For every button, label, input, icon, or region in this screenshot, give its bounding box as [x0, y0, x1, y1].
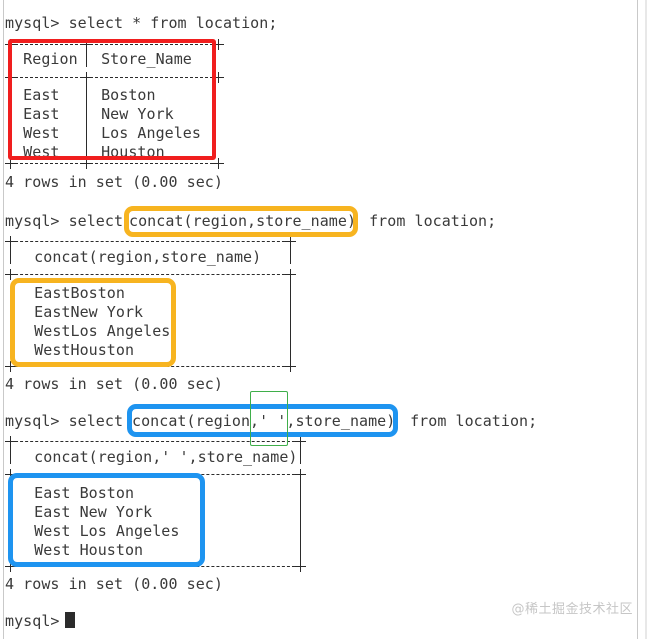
table1-header-vbar [86, 47, 87, 67]
table2-row4: WestHouston [16, 341, 135, 359]
table1-row1-region: East [5, 86, 87, 104]
table2-body-vbar-right [290, 280, 291, 366]
table1-rule-top [10, 44, 218, 45]
orange-box-backdrop [126, 206, 357, 236]
table3-plus-mr [295, 469, 306, 480]
table3-row4: West Houston [16, 541, 144, 559]
terminal-cursor [65, 612, 75, 628]
table3-row1: East Boston [16, 484, 135, 502]
prompt-line-query-1: mysql> select * from location; [5, 14, 278, 32]
orange-concat-expression-box[interactable] [124, 206, 358, 237]
table2-row1: EastBoston [16, 284, 125, 302]
table3-header-vbar-left [10, 444, 11, 464]
table1-row2-store: New York [92, 105, 174, 123]
prompt-line-final[interactable]: mysql> [5, 612, 69, 630]
table1-plus-bl [5, 158, 16, 169]
table3-plus-br [295, 561, 306, 572]
table3-row2: East New York [16, 503, 153, 521]
table1-row3-region: West [5, 124, 87, 142]
table1-rule-bottom [10, 163, 218, 164]
table2-plus-br [285, 361, 296, 372]
table2-row3: WestLos Angeles [16, 322, 171, 340]
watermark-text: @稀土掘金技术社区 [511, 602, 633, 617]
red-result-table-box[interactable] [8, 39, 216, 160]
table2-rule-top [10, 241, 290, 242]
status-line-query-2: 4 rows in set (0.00 sec) [5, 375, 223, 393]
table1-rule-mid [10, 77, 218, 78]
prompt-line-query-2-prefix: mysql> select [5, 212, 133, 230]
table2-plus-mr [285, 269, 296, 280]
table1-plus-br [213, 158, 224, 169]
table3-row3: West Los Angeles [16, 522, 180, 540]
blue-concat-expression-box[interactable] [127, 404, 398, 437]
prompt-line-query-2-expression: concat(region,store_name) [129, 212, 357, 230]
status-line-query-3: 4 rows in set (0.00 sec) [5, 575, 223, 593]
table2-header: concat(region,store_name) [16, 248, 271, 266]
prompt-line-query-3-expression: concat(region,' ',store_name) [132, 412, 396, 430]
prompt-line-query-3-prefix: mysql> select [5, 412, 133, 430]
window-right-edge [645, 0, 647, 639]
table3-rule-top [10, 441, 300, 442]
status-line-query-1: 4 rows in set (0.00 sec) [5, 173, 223, 191]
table2-plus-tl [5, 236, 16, 247]
table3-plus-tl [5, 436, 16, 447]
table1-plus-mr [213, 72, 224, 83]
table3-header-vbar-right [300, 444, 301, 464]
table2-row2: EastNew York [16, 303, 144, 321]
table1-plus-bm [81, 158, 92, 169]
blue-rows-backdrop [10, 476, 202, 565]
table1-row1-store: Boston [92, 86, 156, 104]
table3-plus-bl [5, 561, 16, 572]
table1-plus-tm [81, 39, 92, 50]
table1-plus-tr [213, 39, 224, 50]
green-quoted-space-box[interactable] [250, 391, 288, 446]
table3-body-vbar-right [300, 480, 301, 566]
table2-plus-tr [285, 236, 296, 247]
table2-header-vbar-left [10, 244, 11, 264]
table2-header-vbar-right [290, 244, 291, 264]
table2-plus-ml [5, 269, 16, 280]
table1-header-region: Region [5, 50, 87, 68]
table1-header-store-name: Store_Name [92, 50, 192, 68]
orange-result-rows-box[interactable] [10, 278, 176, 367]
table2-rule-mid [10, 274, 290, 275]
window-left-border [3, 0, 4, 639]
table2-plus-bl [5, 361, 16, 372]
blue-box-backdrop [129, 405, 397, 436]
prompt-line-query-2-suffix: from location; [360, 212, 497, 230]
table1-plus-mm [81, 72, 92, 83]
table1-body-vbar [86, 83, 87, 161]
prompt-line-query-3-suffix: from location; [401, 412, 538, 430]
window-right-border [637, 0, 638, 639]
orange-rows-backdrop [12, 280, 174, 365]
table1-row3-store: Los Angeles [92, 124, 201, 142]
blue-result-rows-box[interactable] [8, 473, 205, 567]
table1-row2-region: East [5, 105, 87, 123]
table3-header: concat(region,' ',store_name) [16, 448, 307, 466]
table3-plus-tr [295, 436, 306, 447]
